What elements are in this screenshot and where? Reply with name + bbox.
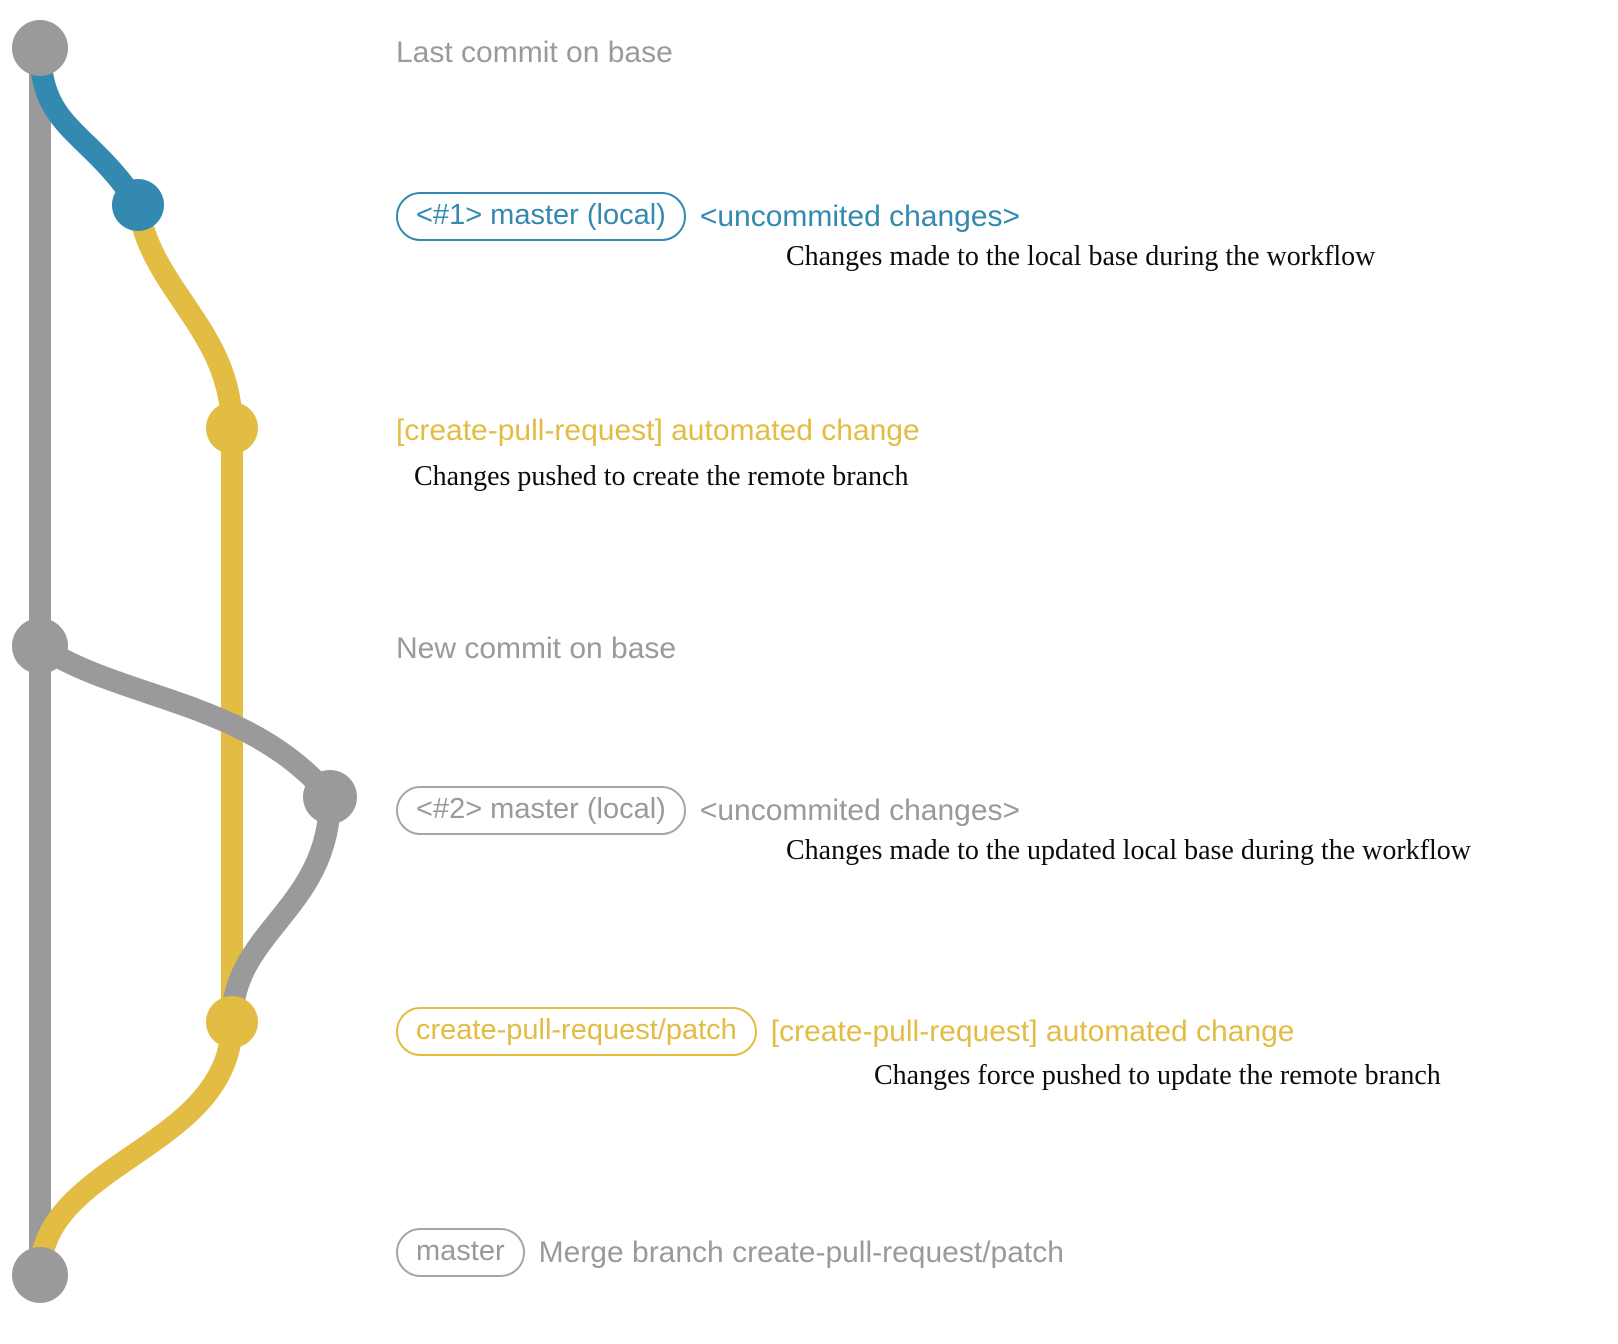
row-new-commit-on-base: New commit on base bbox=[396, 634, 676, 664]
headline-automated-change-1: [create-pull-request] automated change bbox=[396, 414, 920, 447]
patch2-to-merge-edge bbox=[29, 1011, 243, 1286]
local-change-node-1[interactable] bbox=[112, 179, 164, 231]
local1-to-patch1-edge bbox=[127, 194, 243, 439]
row-master-local-2: <#2> master (local) <uncommited changes> bbox=[396, 786, 1020, 835]
base2-to-local2-edge bbox=[29, 635, 341, 808]
headline-uncommited-changes-2: <uncommited changes> bbox=[699, 793, 1021, 827]
commit-nodes bbox=[12, 20, 357, 1303]
row-head: <#2> master (local) <uncommited changes> bbox=[396, 786, 1020, 835]
row-head: master Merge branch create-pull-request/… bbox=[396, 1228, 1064, 1277]
badge-create-pull-request-patch[interactable]: create-pull-request/patch bbox=[396, 1007, 757, 1056]
base-head-node[interactable] bbox=[12, 20, 68, 76]
row-automated-change-1: [create-pull-request] automated change bbox=[396, 416, 920, 446]
headline-new-commit-on-base: New commit on base bbox=[396, 632, 677, 665]
row-head: <#1> master (local) <uncommited changes> bbox=[396, 192, 1020, 241]
row-automated-change-2: create-pull-request/patch [create-pull-r… bbox=[396, 1007, 1294, 1056]
badge-master[interactable]: master bbox=[396, 1228, 525, 1277]
row-head: Last commit on base bbox=[396, 38, 673, 68]
row-head: [create-pull-request] automated change bbox=[396, 416, 920, 446]
git-graph bbox=[12, 20, 357, 1303]
local2-to-patch2-edge bbox=[221, 786, 341, 1033]
headline-uncommited-changes-1: <uncommited changes> bbox=[699, 199, 1021, 233]
row-last-commit-on-base: Last commit on base bbox=[396, 38, 673, 68]
merge-node[interactable] bbox=[12, 1247, 68, 1303]
new-base-commit-node[interactable] bbox=[12, 618, 68, 674]
badge-master-local-1[interactable]: <#1> master (local) bbox=[396, 192, 686, 241]
patch-commit-node-1[interactable] bbox=[206, 402, 258, 454]
desc-master-local-1: Changes made to the local base during th… bbox=[786, 241, 1376, 272]
local-change-node-2[interactable] bbox=[303, 770, 357, 824]
headline-automated-change-2: [create-pull-request] automated change bbox=[770, 1014, 1295, 1048]
desc-automated-change-2: Changes force pushed to update the remot… bbox=[874, 1060, 1441, 1091]
desc-master-local-2: Changes made to the updated local base d… bbox=[786, 835, 1472, 866]
row-head: create-pull-request/patch [create-pull-r… bbox=[396, 1007, 1294, 1056]
row-head: New commit on base bbox=[396, 634, 676, 664]
headline-merge-commit: Merge branch create-pull-request/patch bbox=[538, 1235, 1064, 1269]
desc-automated-change-1: Changes pushed to create the remote bran… bbox=[414, 461, 909, 492]
row-master-local-1: <#1> master (local) <uncommited changes> bbox=[396, 192, 1020, 241]
badge-master-local-2[interactable]: <#2> master (local) bbox=[396, 786, 686, 835]
row-merge-commit: master Merge branch create-pull-request/… bbox=[396, 1228, 1064, 1277]
patch-commit-node-2[interactable] bbox=[206, 996, 258, 1048]
headline-last-commit-on-base: Last commit on base bbox=[396, 36, 673, 69]
